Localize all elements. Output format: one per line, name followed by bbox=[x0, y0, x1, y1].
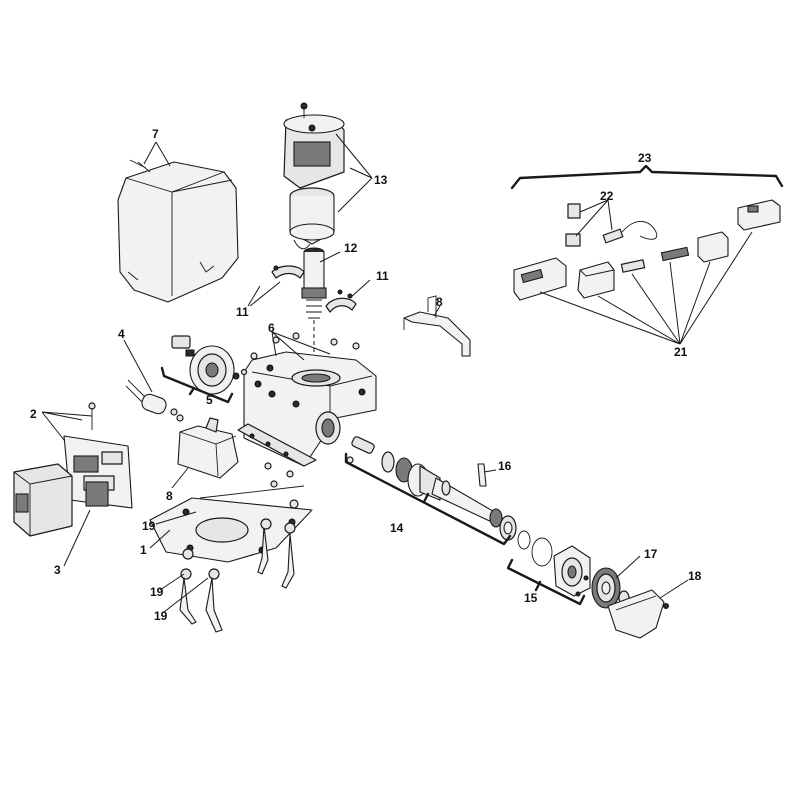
bracket-23 bbox=[510, 164, 784, 190]
callout-17: 17 bbox=[644, 547, 658, 561]
callout-19-top: 19 bbox=[142, 519, 156, 533]
callout-22: 22 bbox=[600, 189, 614, 203]
callout-6: 6 bbox=[268, 321, 275, 335]
part-3-transformer bbox=[13, 463, 109, 537]
bracket-5 bbox=[160, 366, 234, 404]
callout-labels: 7 13 12 11 11 6 4 5 8 8 2 3 19 1 19 19 1… bbox=[30, 127, 702, 623]
callout-11-right: 11 bbox=[376, 269, 389, 283]
bracket-14 bbox=[344, 452, 512, 546]
callout-4: 4 bbox=[118, 327, 125, 341]
part-15-flange bbox=[517, 530, 591, 597]
part-12-worm-shaft bbox=[301, 247, 327, 376]
callout-18: 18 bbox=[688, 569, 702, 583]
part-22-limit-switch-parts bbox=[565, 203, 658, 247]
callout-14: 14 bbox=[390, 521, 404, 535]
part-4-capacitor bbox=[125, 379, 184, 422]
part-5-release-knob bbox=[171, 335, 248, 395]
callout-19-mid: 19 bbox=[150, 585, 164, 599]
part-11-circlip-right bbox=[325, 289, 357, 313]
part-18-pinion-cover bbox=[607, 589, 669, 639]
part-7-cover bbox=[117, 159, 239, 303]
part-8-bracket-bottom bbox=[177, 417, 239, 479]
leader-lines bbox=[41, 133, 753, 613]
callout-8-top: 8 bbox=[436, 295, 443, 309]
part-13-motor bbox=[283, 102, 345, 250]
part-14-output-shaft bbox=[351, 436, 517, 541]
callout-3: 3 bbox=[54, 563, 61, 577]
part-16-pin bbox=[477, 463, 487, 487]
part-21-limit-components bbox=[513, 199, 781, 301]
callout-5: 5 bbox=[206, 393, 213, 407]
callout-13: 13 bbox=[374, 173, 388, 187]
callout-19-bottom: 19 bbox=[154, 609, 168, 623]
bracket-15 bbox=[506, 558, 586, 606]
callout-2: 2 bbox=[30, 407, 37, 421]
callout-11-left: 11 bbox=[236, 305, 249, 319]
part-11-circlip-left bbox=[271, 265, 305, 279]
callout-21: 21 bbox=[674, 345, 688, 359]
part-8-bracket-top bbox=[403, 295, 471, 357]
callout-8-bottom: 8 bbox=[166, 489, 173, 503]
callout-12: 12 bbox=[344, 241, 358, 255]
part-19-anchor-bolts bbox=[179, 499, 299, 633]
callout-23: 23 bbox=[638, 151, 652, 165]
callout-15: 15 bbox=[524, 591, 538, 605]
callout-16: 16 bbox=[498, 459, 512, 473]
callout-1: 1 bbox=[140, 543, 147, 557]
callout-7: 7 bbox=[152, 127, 159, 141]
part-6-gearbox-housing bbox=[237, 351, 377, 467]
